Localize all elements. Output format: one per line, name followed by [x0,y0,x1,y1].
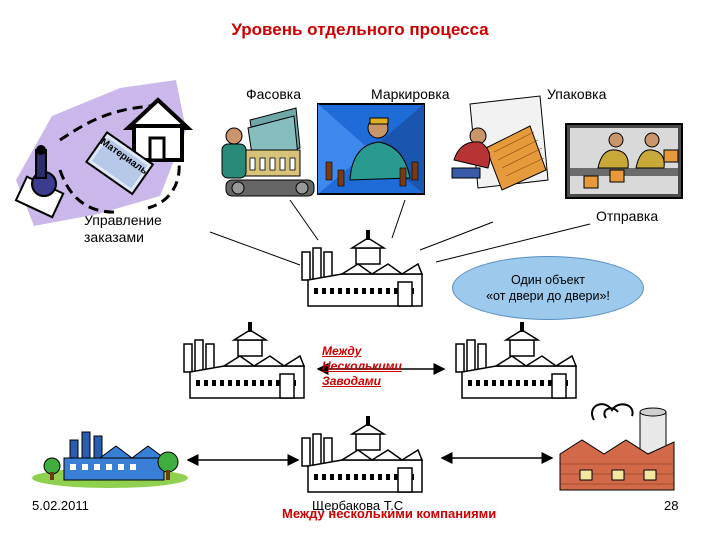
between-companies-label: Между несколькими компаниями [282,506,497,521]
materials-paper-icon [84,130,155,196]
between-plants-line-1: Между [322,344,362,358]
labeling-illustration [317,103,425,195]
packaging-illustration [451,95,549,191]
stage-label-shipping: Отправка [596,208,659,224]
company-blue-icon [32,431,188,488]
footer-author: Щербакова Т.С [312,498,404,513]
stage-label-packing: Фасовка [246,86,302,102]
order-management-illustration: Материалы [14,80,194,226]
factory-icon-bottom [301,415,423,493]
note-line-2: «от двери до двери»! [486,289,610,303]
page-number: 28 [664,498,679,513]
factory-icon-left [183,321,305,399]
shipping-illustration [565,123,683,199]
between-plants-line-3: Заводами [322,374,381,388]
factory-icon-right [455,321,577,399]
stage-label-labeling: Маркировка [371,86,450,102]
stage-label-packaging: Упаковка [547,86,607,102]
factory-icon-central [301,229,423,307]
note-line-1: Один объект [511,273,585,287]
company-brick-icon [559,403,675,491]
footer-date: 5.02.2011 [32,498,89,513]
packing-illustration [221,107,315,197]
between-plants-line-2: Несколькими [322,359,402,373]
scanner-icon [14,145,65,219]
stage-label-order-management: Управление заказами [84,212,162,245]
note-ellipse: Один объект «от двери до двери»! [452,256,644,320]
house-icon [122,97,194,162]
connector-lines [209,199,591,266]
page-title: Уровень отдельного процесса [231,20,489,39]
between-plants-label: Между Несколькими Заводами [322,344,402,389]
